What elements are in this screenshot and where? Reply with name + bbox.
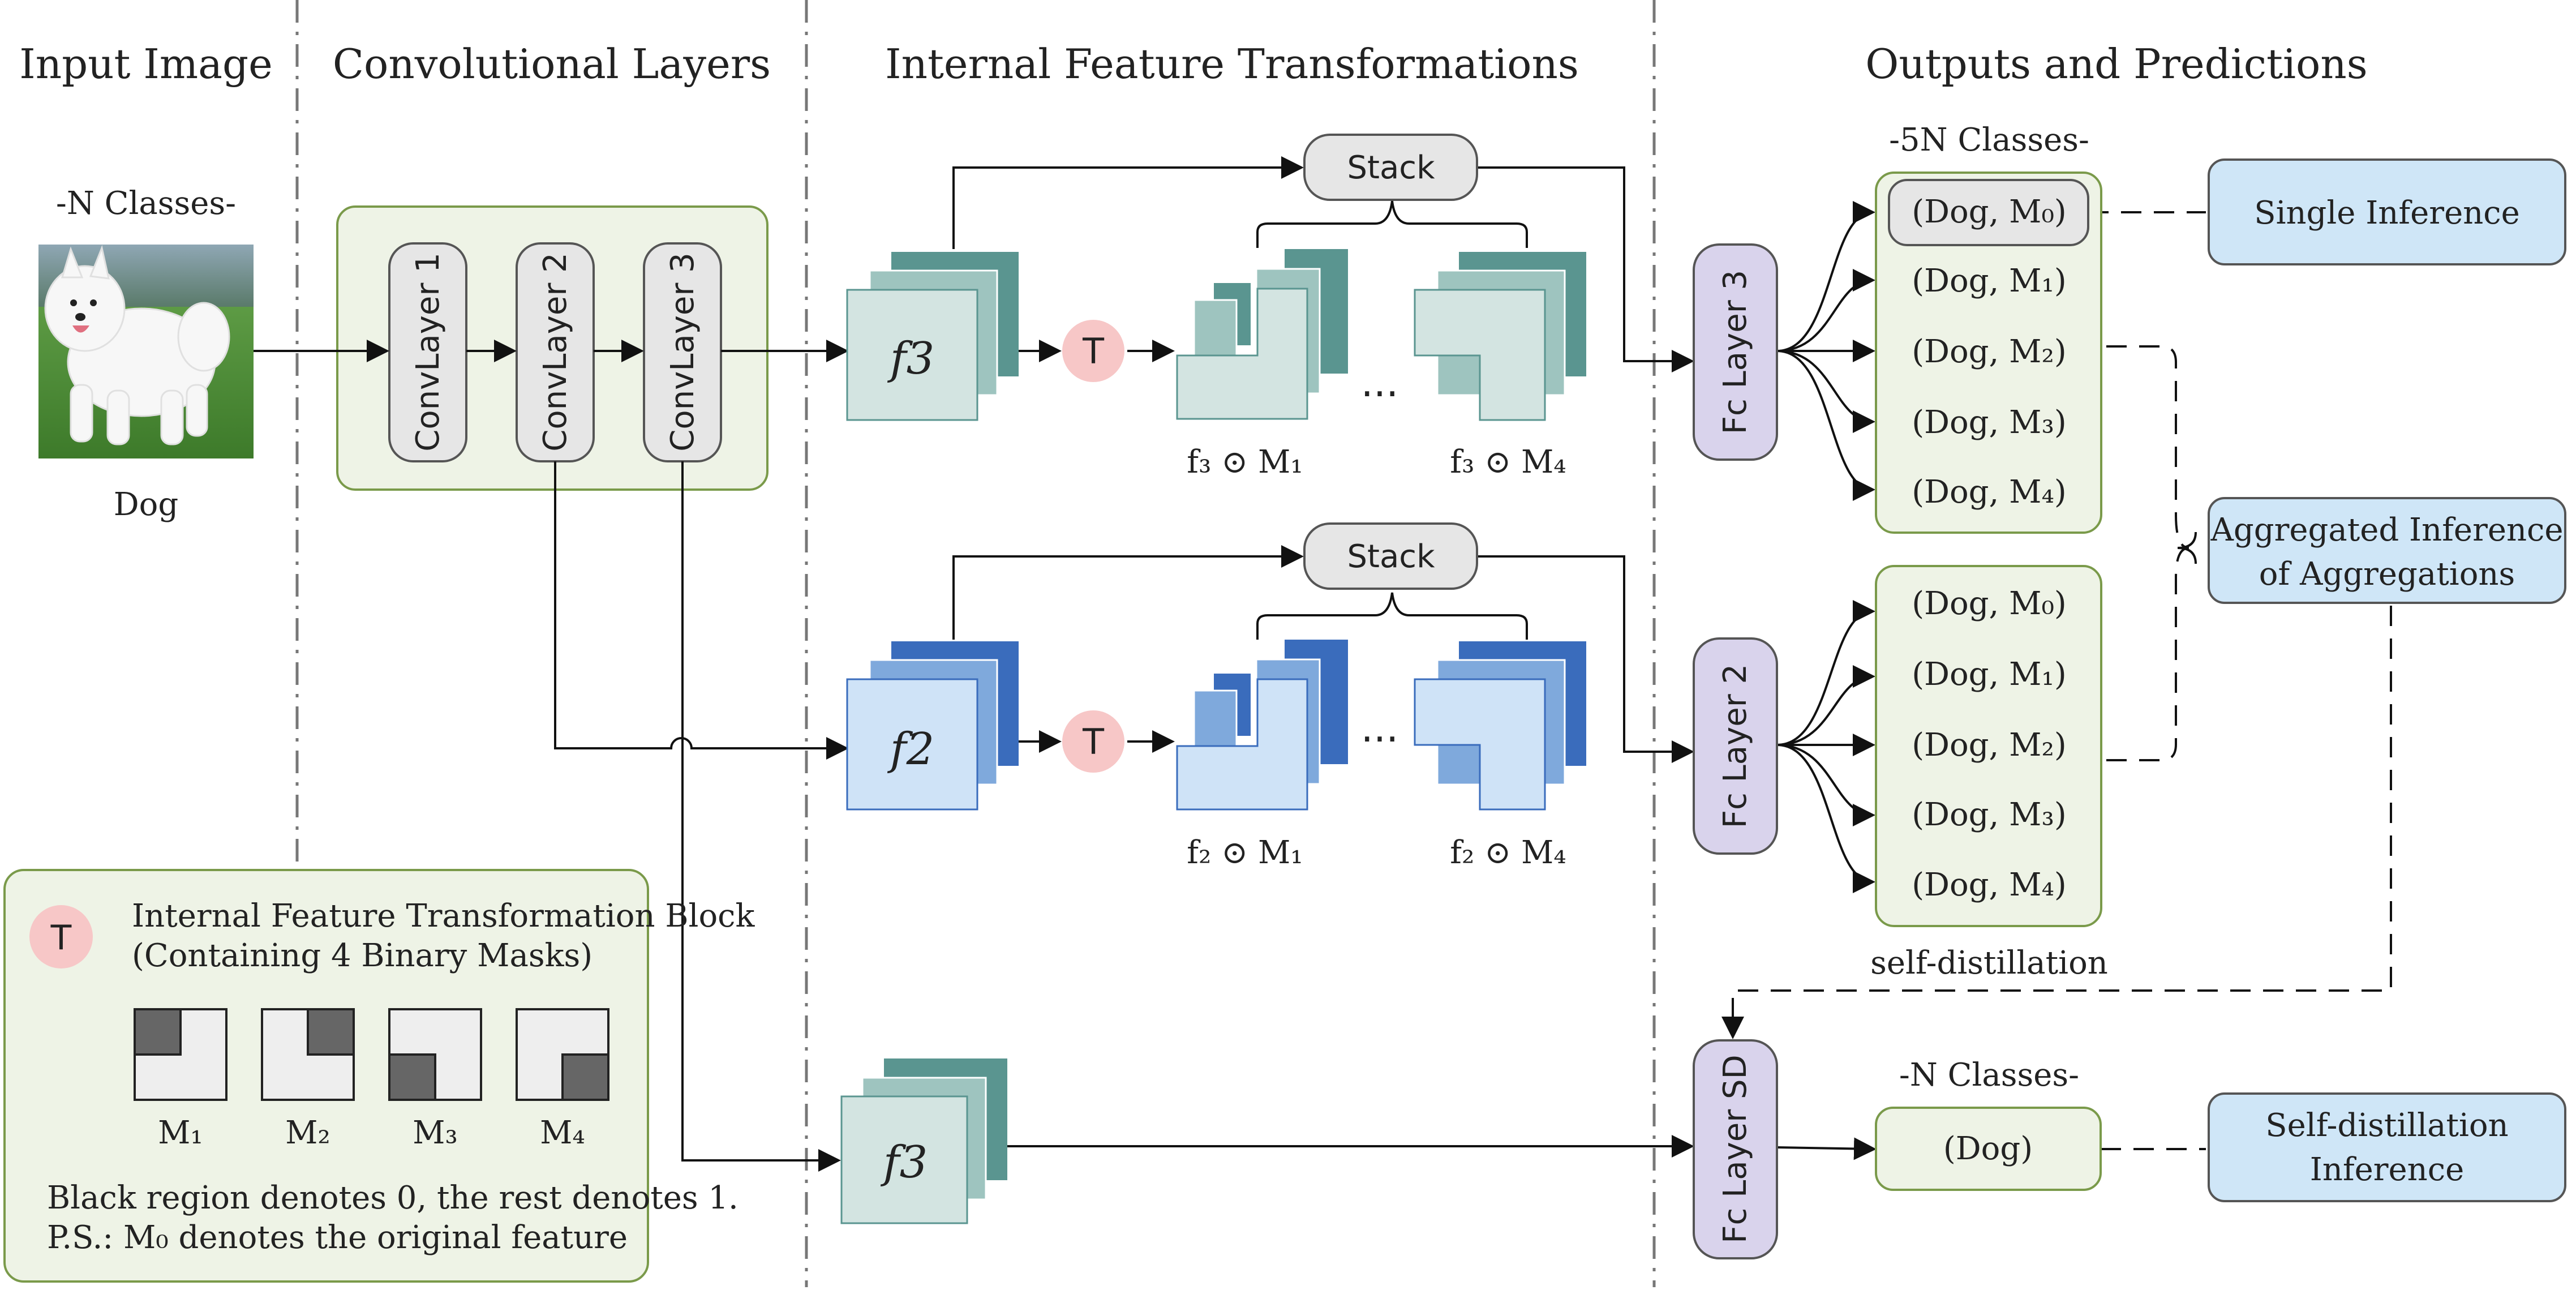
aggregation-brace bbox=[2177, 532, 2197, 564]
aggregated-inference-label-2: of Aggregations bbox=[2259, 556, 2515, 593]
conv-layer-3: ConvLayer 3 bbox=[643, 242, 722, 462]
legend-mask-m4 bbox=[516, 1008, 609, 1101]
self-distillation-inference-box: Self-distillation Inference bbox=[2208, 1092, 2566, 1202]
conv-layer-1: ConvLayer 1 bbox=[388, 242, 467, 462]
input-dog-label: Dog bbox=[114, 486, 178, 523]
conv-layer-2-label: ConvLayer 2 bbox=[537, 252, 574, 452]
output-group-1-item-3: (Dog, M₃) bbox=[1912, 404, 2067, 441]
fc-layer-2-label: Fc Layer 2 bbox=[1717, 664, 1754, 828]
feature-f3-row3-label: f3 bbox=[881, 1137, 928, 1188]
legend-mask-m1 bbox=[134, 1008, 227, 1101]
mask-label-row2-last: f₂ ⊙ M₄ bbox=[1450, 834, 1566, 871]
legend-mask-m1-label: M₁ bbox=[158, 1115, 203, 1151]
feature-f2-row2-label: f2 bbox=[887, 724, 935, 775]
masked-feature-row2-m1 bbox=[1176, 640, 1348, 811]
stack-label-row2: Stack bbox=[1347, 538, 1435, 575]
mask-label-row1-first: f₃ ⊙ M₁ bbox=[1187, 444, 1303, 481]
output-group-2-item-0: (Dog, M₀) bbox=[1912, 585, 2067, 622]
fc-layer-2: Fc Layer 2 bbox=[1693, 637, 1778, 855]
header-outputs-and-predictions: Outputs and Predictions bbox=[1865, 40, 2367, 88]
legend-mask-m3 bbox=[388, 1008, 482, 1101]
fc-layer-3: Fc Layer 3 bbox=[1693, 243, 1778, 461]
output-group-1-panel bbox=[1875, 172, 2102, 534]
masked-feature-row1-m4 bbox=[1414, 252, 1586, 421]
sd-inference-label-2: Inference bbox=[2310, 1151, 2465, 1188]
sd-output-box bbox=[1875, 1107, 2102, 1191]
ellipsis-row2: ··· bbox=[1361, 716, 1399, 762]
output-group-2-item-3: (Dog, M₃) bbox=[1912, 796, 2067, 833]
legend-mask-m2-label: M₂ bbox=[285, 1115, 330, 1151]
legend-note-2: P.S.: M₀ denotes the original feature bbox=[47, 1219, 628, 1256]
feature-f3-row1-label: f3 bbox=[887, 333, 935, 384]
t-block-row2: T bbox=[1062, 710, 1124, 773]
stack-label-row1: Stack bbox=[1347, 149, 1435, 186]
feature-f2-row2: f2 bbox=[846, 641, 1019, 811]
stack-box-row2: Stack bbox=[1303, 522, 1478, 590]
conv-layer-1-label: ConvLayer 1 bbox=[410, 252, 446, 452]
output-group-2-panel bbox=[1875, 565, 2102, 927]
feature-f3-row1: f3 bbox=[846, 252, 1019, 421]
output-group-1-item-4: (Dog, M₄) bbox=[1912, 474, 2067, 511]
input-n-classes-label: -N Classes- bbox=[56, 185, 236, 222]
legend-title-1: Internal Feature Transformation Block bbox=[132, 898, 755, 935]
stack-box-row1: Stack bbox=[1303, 134, 1478, 201]
conv-layer-3-label: ConvLayer 3 bbox=[664, 252, 701, 452]
output-group-1-item-1: (Dog, M₁) bbox=[1912, 263, 2067, 299]
output-group-2-item-2: (Dog, M₂) bbox=[1912, 727, 2067, 764]
t-block-row1-label: T bbox=[1082, 331, 1105, 372]
header-input-image: Input Image bbox=[19, 40, 272, 88]
aggregated-inference-box: Aggregated Inference of Aggregations bbox=[2208, 497, 2566, 604]
sd-n-classes-label: -N Classes- bbox=[1899, 1057, 2079, 1094]
dog-image bbox=[38, 245, 254, 458]
output-group-1-item-0: (Dog, M₀) bbox=[1912, 194, 2067, 230]
sd-output-label: (Dog) bbox=[1943, 1130, 2033, 1167]
legend-mask-m3-label: M₃ bbox=[413, 1115, 458, 1151]
aggregated-inference-label-1: Aggregated Inference bbox=[2210, 512, 2563, 548]
sd-inference-label-1: Self-distillation bbox=[2265, 1107, 2508, 1144]
fc-layer-3-label: Fc Layer 3 bbox=[1717, 270, 1754, 434]
mask-label-row2-first: f₂ ⊙ M₁ bbox=[1187, 834, 1303, 871]
legend-note-1: Black region denotes 0, the rest denotes… bbox=[47, 1180, 739, 1216]
t-block-row2-label: T bbox=[1082, 721, 1105, 762]
legend-t-label: T bbox=[50, 918, 72, 958]
ellipsis-row1: ··· bbox=[1361, 371, 1399, 417]
header-internal-feature-transformations: Internal Feature Transformations bbox=[885, 40, 1579, 88]
output-group-1-m0-highlight bbox=[1888, 179, 2089, 246]
connector-lines bbox=[254, 156, 1877, 1172]
dashed-connectors bbox=[1721, 211, 2392, 1150]
legend-title-2: (Containing 4 Binary Masks) bbox=[132, 937, 593, 974]
mask-label-row1-last: f₃ ⊙ M₄ bbox=[1450, 444, 1566, 481]
t-block-row1: T bbox=[1062, 320, 1124, 382]
output-group-1-item-2: (Dog, M₂) bbox=[1912, 333, 2067, 370]
masked-feature-row1-m1 bbox=[1176, 249, 1348, 420]
legend-mask-m4-label: M₄ bbox=[540, 1115, 585, 1151]
single-inference-label: Single Inference bbox=[2254, 195, 2520, 232]
fc-layer-sd: Fc Layer SD bbox=[1693, 1039, 1778, 1259]
output-group-2-item-4: (Dog, M₄) bbox=[1912, 867, 2067, 903]
output-group-2-item-1: (Dog, M₁) bbox=[1912, 656, 2067, 693]
conv-layer-2: ConvLayer 2 bbox=[516, 242, 595, 462]
fc-layer-sd-label: Fc Layer SD bbox=[1717, 1055, 1754, 1243]
single-inference-box: Single Inference bbox=[2208, 158, 2566, 265]
column-dividers bbox=[295, 0, 1656, 1287]
feature-f3-row3: f3 bbox=[840, 1058, 1007, 1224]
header-convolutional-layers: Convolutional Layers bbox=[333, 40, 771, 88]
legend-t-block: T bbox=[29, 905, 93, 968]
five-n-classes-label: -5N Classes- bbox=[1889, 122, 2089, 158]
masked-feature-row2-m4 bbox=[1414, 641, 1586, 811]
legend-mask-m2 bbox=[261, 1008, 355, 1101]
self-distillation-label: self-distillation bbox=[1870, 945, 2108, 982]
